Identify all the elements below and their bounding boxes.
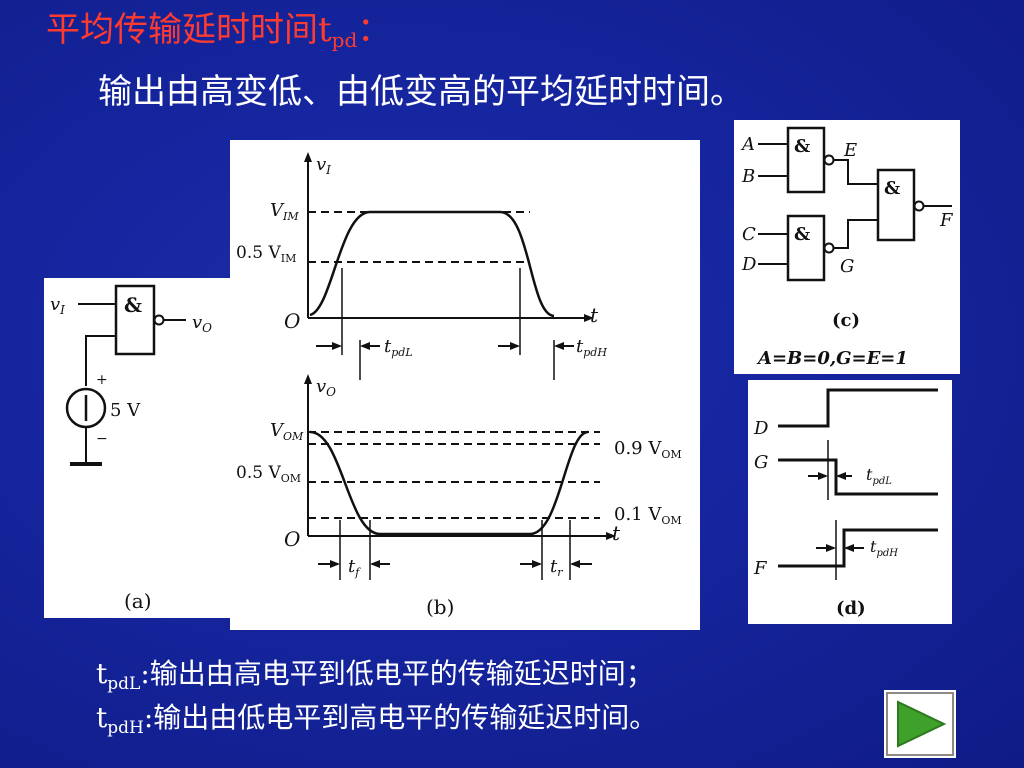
- vim-label: VIM: [270, 200, 299, 223]
- definition-tpdl-prefix: t: [96, 657, 108, 690]
- fig-a-source-label: 5 V: [110, 400, 141, 421]
- figure-b-background: [230, 140, 700, 630]
- figure-a-circuit: vI & vO + − 5 V (a): [44, 278, 234, 618]
- fig-a-inverter-bubble: [153, 314, 165, 326]
- fig-c-gate-3: [876, 168, 916, 242]
- fig-a-gate-symbol: &: [124, 293, 142, 317]
- tr-label: tr: [550, 556, 563, 579]
- definition-tpdh-text: :输出由低电平到高电平的传输延迟时间。: [143, 701, 658, 734]
- half-vom-label: 0.5 VOM: [236, 463, 301, 485]
- fig-b-caption: (b): [426, 595, 454, 619]
- fig-c-label-e: E: [843, 140, 857, 161]
- fig-c-label-f: F: [939, 210, 954, 231]
- definition-tpdh-prefix: t: [96, 701, 108, 734]
- fig-d-tpdl-label: tpdL: [866, 465, 892, 487]
- fig-d-tpdh-label: tpdH: [870, 537, 898, 559]
- fig-d-label-f: F: [753, 558, 768, 579]
- figure-c-circuit: A B & E C D & G & F (c) A=B=0,G=E=1: [734, 120, 960, 374]
- fig-c-caption: (c): [832, 310, 860, 331]
- definition-tpdl: tpdL:输出由高电平到低电平的传输延迟时间；: [96, 656, 654, 702]
- fig-a-nand-gate: [114, 284, 156, 356]
- definition-tpdl-text: :输出由高电平到低电平的传输延迟时间；: [140, 657, 654, 690]
- vom-label: VOM: [270, 420, 304, 443]
- fig-d-label-d: D: [753, 418, 769, 439]
- origin-output-label: O: [284, 527, 300, 551]
- fig-d-g-waveform: [778, 458, 938, 496]
- next-slide-button[interactable]: [884, 690, 956, 758]
- fig-a-plus: +: [96, 372, 108, 388]
- title-text: 平均传输延时时间t: [46, 10, 332, 50]
- figure-d-timing: D G tpdL F tpdH (d): [748, 380, 952, 624]
- title-colon: ：: [357, 10, 392, 50]
- definition-tpdl-sub: pdL: [107, 674, 141, 694]
- fig-a-input-label: vI: [50, 294, 65, 317]
- p1-vom-label: 0.1 VOM: [614, 504, 682, 527]
- vo-waveform: [309, 430, 589, 536]
- fig-c-label-d: D: [741, 254, 757, 275]
- title-subscript: pd: [331, 28, 358, 52]
- fig-d-d-waveform: [778, 388, 938, 428]
- fig-c-label-b: B: [741, 166, 755, 187]
- page-subtitle: 输出由高变低、由低变高的平均延时时间。: [98, 72, 744, 112]
- fig-d-caption: (d): [836, 598, 866, 619]
- fig-c-label-g: G: [840, 256, 854, 277]
- tpdl-label: tpdL: [384, 336, 413, 359]
- page-title: 平均传输延时时间tpd：: [46, 8, 391, 62]
- fig-c-label-c: C: [742, 224, 756, 245]
- fig-c-gate-3-symbol: &: [884, 178, 900, 199]
- tf-label: tf: [348, 556, 361, 579]
- fig-c-label-a: A: [740, 134, 755, 155]
- vo-axis-label: vO: [316, 376, 336, 399]
- vi-waveform: [309, 210, 555, 318]
- fig-a-output-label: vO: [192, 312, 212, 335]
- origin-input-label: O: [284, 309, 300, 333]
- fig-d-label-g: G: [754, 452, 768, 473]
- tpdh-label: tpdH: [576, 336, 607, 359]
- t-axis-input-label: t: [590, 303, 599, 327]
- fig-c-condition: A=B=0,G=E=1: [756, 348, 908, 369]
- definition-tpdh: tpdH:输出由低电平到高电平的传输延迟时间。: [96, 700, 657, 746]
- fig-a-minus: −: [96, 431, 108, 447]
- fig-c-gate-2: [786, 214, 826, 282]
- p9-vom-label: 0.9 VOM: [614, 438, 682, 461]
- play-triangle-icon: [897, 700, 947, 748]
- half-vim-label: 0.5 VIM: [236, 243, 296, 265]
- fig-c-gate-2-symbol: &: [794, 224, 810, 245]
- fig-a-caption: (a): [124, 589, 152, 613]
- figure-b-waveforms: vI t O VIM 0.5 VIM tpdL tpdH vO t O VOM …: [230, 140, 700, 630]
- fig-c-gate-1-symbol: &: [794, 136, 810, 157]
- figure-d-background: [748, 380, 952, 624]
- definition-tpdh-sub: pdH: [107, 718, 144, 738]
- t-axis-output-label: t: [612, 521, 621, 545]
- vi-axis-label: vI: [316, 154, 331, 177]
